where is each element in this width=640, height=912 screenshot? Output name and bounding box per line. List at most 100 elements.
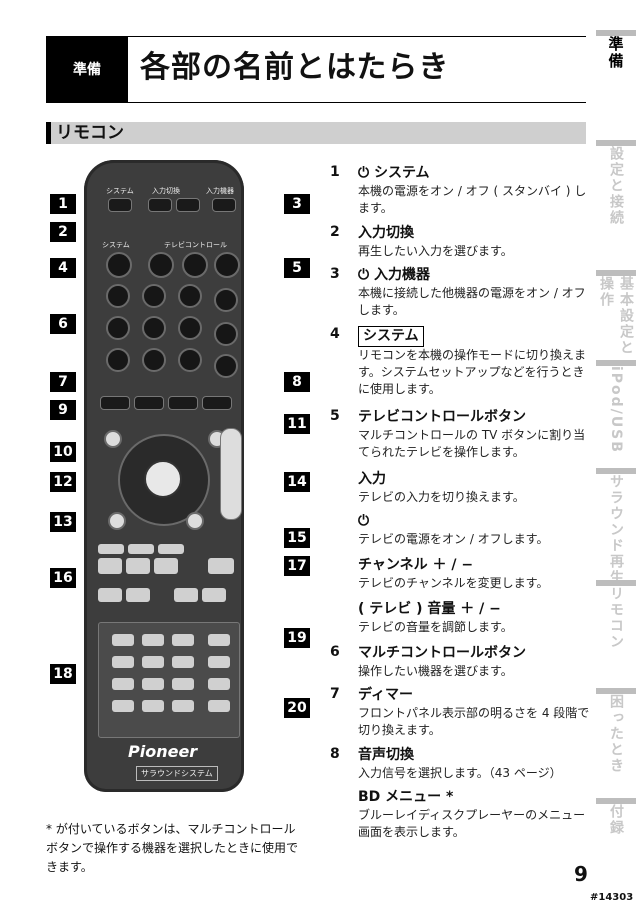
key-3[interactable] [172,634,194,646]
item-3: 3 ⏻ 入力機器 本機に接続した他機器の電源をオン / オフします。 [330,266,590,319]
item-body: フロントパネル表示部の明るさを 4 段階で切り換えます。 [358,706,590,737]
callout-18: 18 [50,664,76,684]
item-body: リモコンを本機の操作モードに切り換えます。システムセットアップなどを行うときに使… [358,348,587,396]
return-button[interactable] [186,512,204,530]
tv-channel-up-button[interactable] [214,252,240,278]
side-tab-surround[interactable]: サラウンド再生 [596,468,636,594]
item-heading: チャンネル ＋ / − [358,557,474,573]
side-tab-appendix[interactable]: 付録 [596,798,636,864]
page-number: 9 [574,862,588,886]
source-aux-button[interactable] [178,316,202,340]
audio-adjust-button[interactable] [104,430,122,448]
ipod-ctrl-key-2[interactable] [128,544,154,554]
callout-11: 11 [284,414,310,434]
input-select-left-button[interactable] [148,198,172,212]
prev-track-button[interactable] [98,588,122,602]
item-8: 8 音声切換 入力信号を選択します。（43 ページ） [330,746,590,782]
ipod-ctrl-key-1[interactable] [98,544,124,554]
item-body: 本機の電源をオン / オフ ( スタンバイ ) します。 [358,184,587,215]
source-iport-button[interactable] [106,348,130,372]
dimmer-button[interactable] [142,348,166,372]
pause-button[interactable] [98,558,122,574]
item-heading: BD メニュー * [358,789,454,805]
item-number: 5 [330,408,340,424]
audio-select-button[interactable] [178,348,202,372]
key-9[interactable] [172,678,194,690]
key-4[interactable] [112,656,134,668]
item-heading: ⏻ [358,513,370,529]
clear-plus10-button[interactable] [112,700,134,712]
volume-rocker[interactable] [220,428,242,520]
system-power-button[interactable] [108,198,132,212]
callout-4: 4 [50,258,76,278]
side-tab-trouble[interactable]: 困ったとき [596,688,636,794]
callout-2: 2 [50,222,76,242]
enter-button[interactable] [144,460,182,498]
ipod-ctrl-key-3[interactable] [158,544,184,554]
item-heading: ⏻ 入力機器 [358,267,430,283]
ch-minus-button[interactable] [208,678,230,690]
key-6[interactable] [172,656,194,668]
item-heading: 入力 [358,471,386,487]
ch-plus-button[interactable] [208,656,230,668]
footnote: * が付いているボタンは、マルチコントロールボタンで操作する機器を選択したときに… [46,822,299,874]
header-bottom-rule [46,102,586,103]
tv-input-button[interactable] [148,252,174,278]
stop-button[interactable] [126,558,150,574]
key-1[interactable] [112,634,134,646]
source-tv-button[interactable] [142,284,166,308]
source-dvd-button[interactable] [178,284,202,308]
key-5[interactable] [142,656,164,668]
callout-12: 12 [50,472,76,492]
input-select-right-button[interactable] [176,198,200,212]
sound-mode-button-2[interactable] [134,396,164,410]
tv-power-button[interactable] [182,252,208,278]
item-number: 4 [330,326,340,342]
item-body: マルチコントロールの TV ボタンに割り当てられたテレビを操作します。 [358,428,586,459]
rewind-button[interactable] [174,588,198,602]
key-2[interactable] [142,634,164,646]
input-select-label: 入力切換 [152,187,180,195]
side-tab-basic[interactable]: 基本設定と操作 [596,270,636,356]
sound-mode-button-3[interactable] [168,396,198,410]
side-tab-setup[interactable]: 設定と接続 [596,140,636,256]
input-device-power-button[interactable] [212,198,236,212]
play-button[interactable] [154,558,178,574]
key-7[interactable] [112,678,134,690]
side-tab-prep[interactable]: 準備 [596,30,636,86]
tv-volume-down-button[interactable] [214,354,238,378]
next-track-button[interactable] [126,588,150,602]
side-tab-remote[interactable]: リモコン [596,580,636,666]
callout-15: 15 [284,528,310,548]
mute-button[interactable] [208,558,234,574]
item-2: 2 入力切換 再生したい入力を選びます。 [330,224,590,260]
source-ipod-button[interactable] [106,316,130,340]
source-bd-button[interactable] [106,284,130,308]
tuner-band-button[interactable] [208,700,230,712]
callout-8: 8 [284,372,310,392]
keypad-enter-button[interactable] [172,700,194,712]
fast-forward-button[interactable] [202,588,226,602]
source-tuner-button[interactable] [142,316,166,340]
tv-channel-down-button[interactable] [214,288,238,312]
callout-16: 16 [50,568,76,588]
callout-17: 17 [284,556,310,576]
side-tab-ipod[interactable]: iPod/USB [596,360,636,476]
home-menu-button[interactable] [108,512,126,530]
item-body: 再生したい入力を選びます。 [358,244,513,258]
display-button[interactable] [208,634,230,646]
key-0[interactable] [142,700,164,712]
system-mode-button[interactable] [106,252,132,278]
callout-14: 14 [284,472,310,492]
callout-7: 7 [50,372,76,392]
sound-mode-button-1[interactable] [100,396,130,410]
tv-volume-up-button[interactable] [214,322,238,346]
item-heading: 音声切換 [358,747,414,763]
item-heading: 入力切換 [358,225,414,241]
callout-10: 10 [50,442,76,462]
item-body: 本機に接続した他機器の電源をオン / オフします。 [358,286,586,317]
input-device-label: 入力機器 [206,187,234,195]
sound-mode-button-4[interactable] [202,396,232,410]
key-8[interactable] [142,678,164,690]
item-5-power: ⏻ テレビの電源をオン / オフします。 [330,512,590,548]
